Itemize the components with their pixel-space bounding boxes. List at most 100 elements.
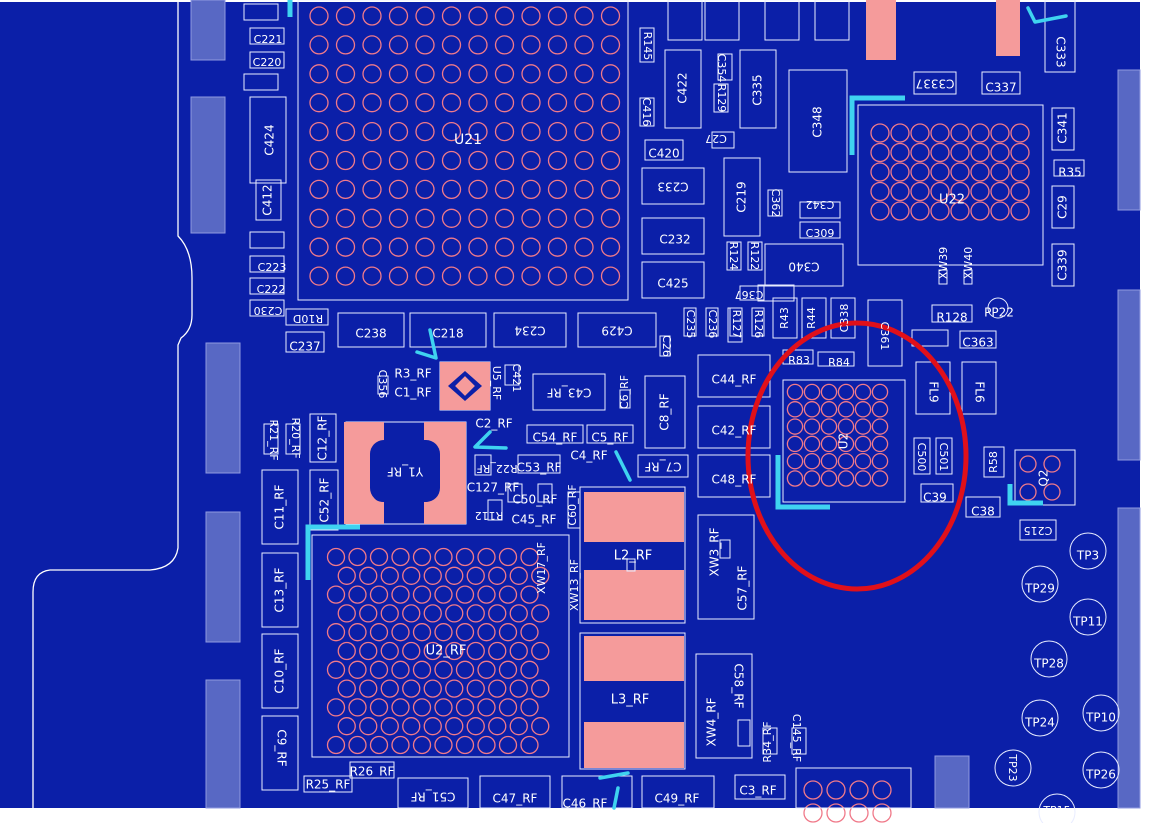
bga-ball — [494, 237, 515, 257]
label-c5-rf: C5_RF — [591, 431, 628, 445]
bga-ball — [441, 121, 462, 142]
bga-ball — [521, 121, 541, 142]
bga-ball — [494, 6, 515, 26]
bga-ball — [849, 803, 869, 823]
bga-ball — [402, 641, 421, 661]
bga-ball — [820, 383, 838, 401]
label-r83: R83 — [788, 354, 810, 367]
bga-ball — [309, 6, 329, 26]
bga-ball — [574, 208, 594, 228]
bga-ball — [423, 566, 442, 585]
bga-ball — [348, 585, 367, 604]
label-c222: C222 — [257, 283, 286, 296]
bga-ball — [531, 604, 550, 623]
bga-ball — [415, 35, 435, 55]
bga-ball — [477, 698, 496, 717]
bga-ball — [415, 93, 435, 113]
bga-ball — [1019, 483, 1037, 501]
bga-ball — [423, 717, 442, 736]
bga-ball — [950, 181, 970, 202]
bga-ball — [488, 641, 507, 661]
bga-ball — [477, 623, 496, 642]
bga-ball — [423, 679, 442, 698]
bga-ball — [521, 6, 541, 26]
bga-ball — [970, 181, 990, 202]
bga-ball — [870, 123, 890, 143]
bga-ball — [359, 566, 378, 585]
bga-ball — [380, 604, 399, 623]
bga-ball — [455, 547, 475, 567]
bga-ball — [309, 121, 329, 142]
bga-ball — [477, 585, 496, 604]
label-tp24: TP24 — [1024, 716, 1055, 730]
bga-ball — [521, 64, 541, 84]
bga-ball — [362, 6, 382, 26]
label-c221: C221 — [254, 33, 283, 46]
label-u2-rf: U2_RF — [426, 644, 467, 659]
bga-ball — [547, 6, 568, 26]
bga-ball — [441, 179, 462, 200]
label-r58: R58 — [987, 451, 1000, 473]
bga-ball — [415, 208, 435, 228]
bga-ball — [477, 660, 496, 679]
label-c2-rf: C2_RF — [475, 417, 512, 431]
bga-ball — [402, 604, 421, 623]
bga-ball — [466, 679, 485, 698]
bga-ball — [803, 418, 821, 435]
bga-ball — [1010, 181, 1030, 202]
bga-ball — [359, 679, 378, 698]
label-l2-rf: L2_RF — [614, 549, 653, 564]
bga-ball — [412, 623, 432, 642]
bga-ball — [494, 93, 515, 113]
bga-ball — [547, 208, 568, 228]
bga-ball — [326, 660, 346, 679]
label-c232: C232 — [659, 233, 690, 247]
label-tp11: TP11 — [1072, 615, 1103, 629]
bga-ball — [837, 452, 855, 470]
test-points — [987, 297, 1120, 823]
label-c51-rf: C51_RF — [410, 790, 455, 804]
bga-ball — [434, 623, 453, 642]
label-r3-rf: R3_RF — [394, 367, 431, 381]
label-c340: C340 — [788, 260, 819, 274]
bga-ball — [335, 93, 356, 113]
bga-ball — [1010, 123, 1030, 143]
bga-ball — [391, 547, 410, 567]
label-l3-rf: L3_RF — [611, 693, 650, 708]
bga-ball — [871, 470, 889, 487]
bga-ball — [574, 64, 594, 84]
bga-ball — [547, 179, 568, 200]
label-c233: C233 — [657, 180, 688, 194]
board-outline — [32, 0, 193, 808]
bga-ball — [509, 641, 528, 661]
bga-ball — [455, 735, 475, 755]
highlight-ring[interactable] — [745, 320, 969, 592]
label-r20-rf: R20_RF — [289, 417, 302, 458]
label-c46-rf: C46_RF — [563, 797, 608, 811]
bga-ball — [531, 717, 550, 736]
bga-ball — [466, 717, 485, 736]
bga-ball — [441, 208, 462, 228]
bga-ball — [380, 679, 399, 698]
bga-ball — [335, 6, 356, 26]
bga-ball — [388, 179, 409, 200]
bga-ball — [910, 201, 930, 221]
bga-ball — [380, 717, 399, 736]
bga-ball — [434, 698, 453, 717]
bga-ball — [359, 641, 378, 661]
bga-ball — [950, 142, 970, 163]
bga-ball — [348, 623, 367, 642]
bga-ball — [910, 181, 930, 202]
bga-ball — [369, 623, 389, 642]
bga-ball — [455, 660, 475, 679]
bga-grid-bottom — [803, 780, 892, 823]
bga-ball — [335, 35, 356, 55]
component-labels: U21U22U2_RFU2Y1_RFL2_RFL3_RFQ2C424C412C2… — [253, 32, 1116, 817]
bga-ball — [820, 435, 838, 453]
bga-ball — [803, 803, 823, 823]
label-r44: R44 — [805, 307, 818, 329]
bga-ball — [547, 266, 568, 286]
bga-ball — [326, 623, 346, 642]
